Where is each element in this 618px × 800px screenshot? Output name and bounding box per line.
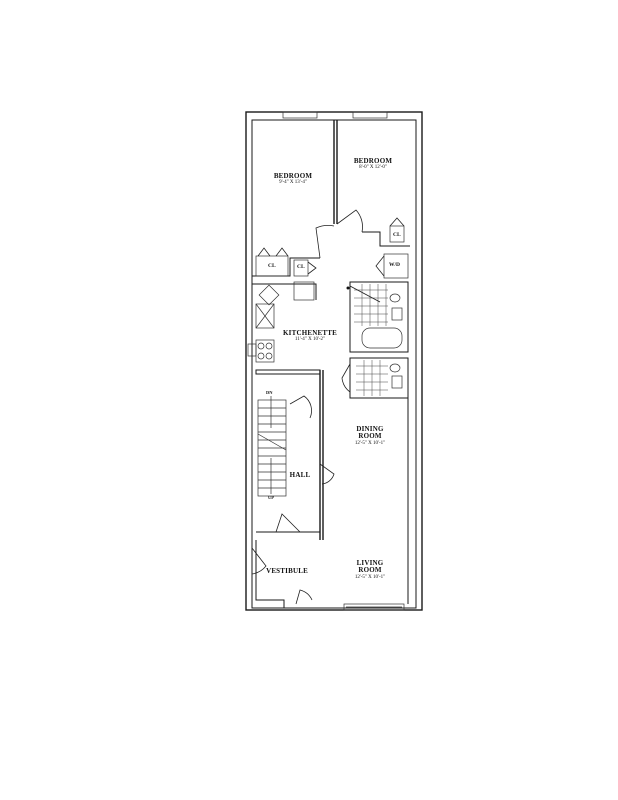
vestibule-label: VESTIBULE: [262, 567, 312, 575]
washer-dryer-label: W/D: [389, 262, 400, 268]
bedroom-2-label: BEDROOM 8'-0" X 12'-0": [338, 157, 408, 171]
dining-room-label: DINING ROOM 12'-5" X 10'-1": [335, 425, 405, 446]
room-name: ROOM: [358, 432, 382, 441]
room-dims: 12'-5" X 10'-1": [354, 574, 386, 580]
kitchenette-label: KITCHENETTE 11'-4" X 10'-2": [270, 329, 350, 343]
room-dims: 9'-4" X 13'-4": [279, 180, 307, 186]
staircase: [257, 396, 287, 497]
hall-label: HALL: [285, 471, 315, 479]
room-dims: 12'-5" X 10'-1": [354, 440, 386, 446]
room-name: BEDROOM: [273, 172, 313, 180]
room-name: ROOM: [358, 566, 382, 575]
stairs-down-label: DN: [266, 390, 273, 395]
room-name: KITCHENETTE: [283, 329, 337, 337]
bedroom-1-label: BEDROOM 9'-4" X 13'-4": [258, 172, 328, 186]
room-name: BEDROOM: [353, 157, 393, 165]
closet-label: CL: [297, 264, 305, 270]
bathroom-tile: [349, 281, 409, 399]
room-dims: 8'-0" X 12'-0": [359, 165, 387, 171]
stairs-up-label: UP: [268, 495, 274, 500]
room-name: DINING: [356, 425, 384, 433]
room-name: HALL: [289, 471, 311, 479]
room-name: LIVING: [356, 559, 384, 567]
closet-label: CL: [268, 263, 276, 269]
closet-label: CL: [393, 232, 401, 238]
living-room-label: LIVING ROOM 12'-5" X 10'-1": [335, 559, 405, 580]
room-dims: 11'-4" X 10'-2": [294, 337, 326, 343]
room-name: VESTIBULE: [266, 567, 308, 575]
